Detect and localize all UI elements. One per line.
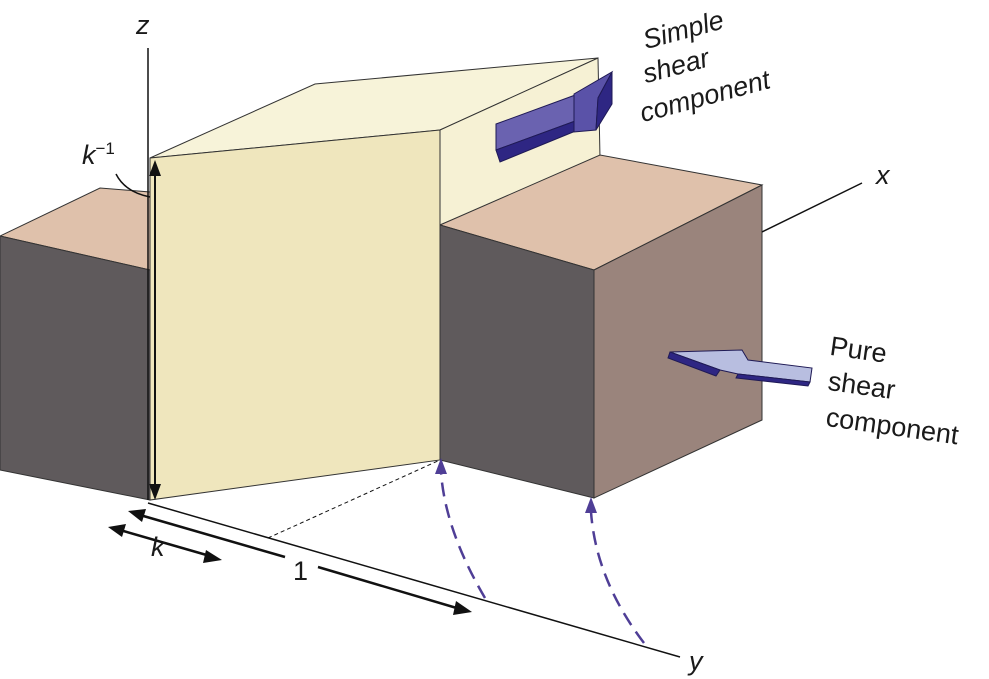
one-arrow <box>128 509 472 615</box>
right-block-front <box>439 224 595 499</box>
right-block-side <box>593 184 763 499</box>
z-axis-label: z <box>136 10 150 40</box>
k-inverse-arrow <box>149 160 161 500</box>
y-axis-label: y <box>689 646 703 676</box>
k-label: k <box>151 532 165 562</box>
simple-shear-arrow <box>495 70 614 163</box>
y-axis <box>147 502 681 658</box>
sheared-block-front <box>149 129 441 501</box>
k-inverse-label: k−1 <box>82 139 115 170</box>
pure-shear-arrow <box>667 349 813 387</box>
dashed-arrow-right <box>585 497 645 644</box>
k-inverse-leader <box>115 173 151 198</box>
k-inverse-exponent: −1 <box>95 139 115 158</box>
one-label: 1 <box>293 556 309 586</box>
left-block-front <box>0 235 151 501</box>
base-dashed-line <box>267 459 441 539</box>
k-arrow <box>108 524 222 563</box>
x-axis-label: x <box>876 160 890 190</box>
k-inverse-base: k <box>82 140 96 170</box>
x-axis <box>761 182 863 233</box>
dashed-arrow-left <box>435 458 487 599</box>
